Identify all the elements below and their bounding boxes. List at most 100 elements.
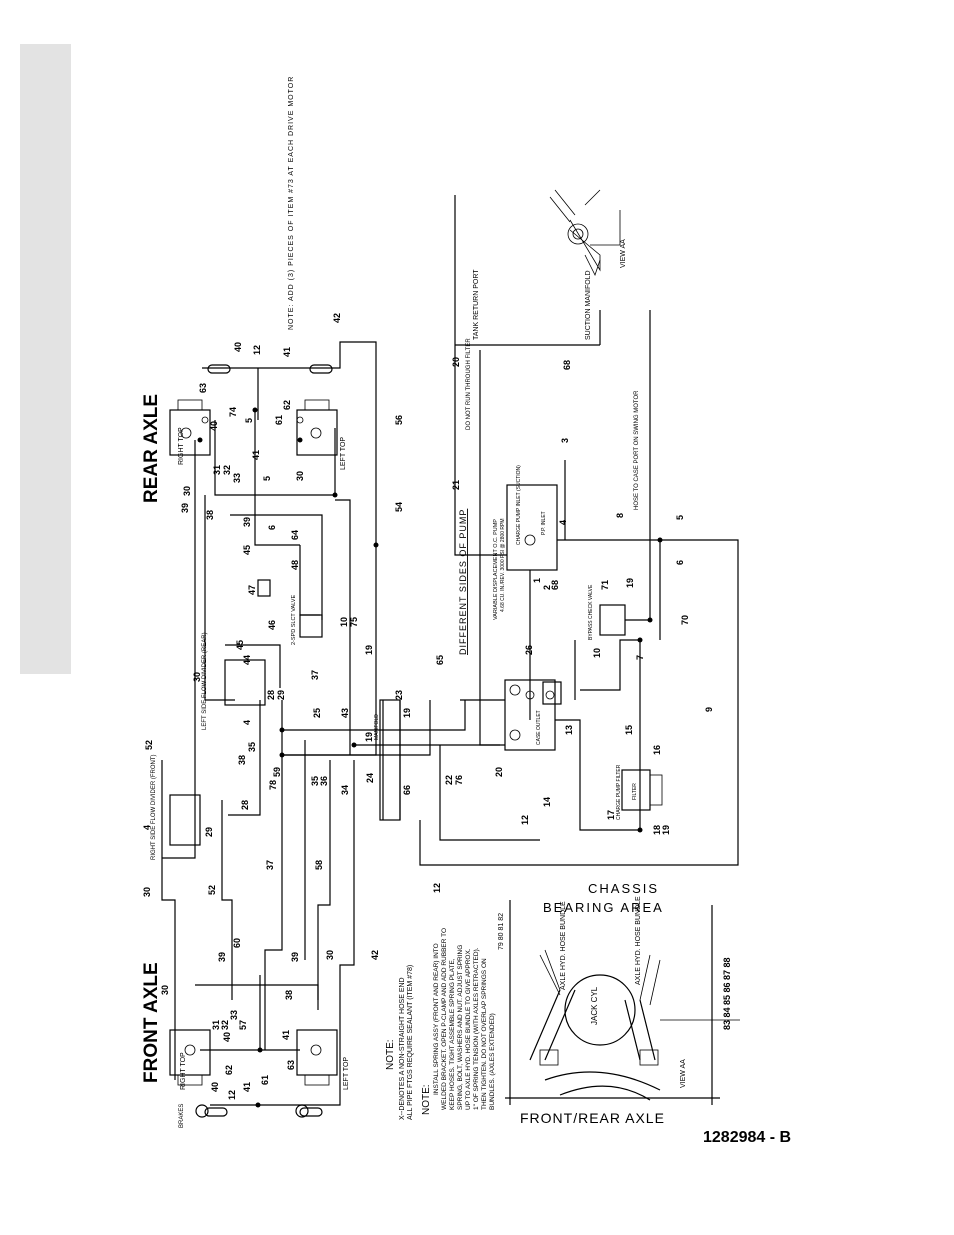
callout: 30 (182, 486, 192, 496)
part-numbers-83-88: 83 84 85 86 87 88 (722, 957, 732, 1030)
callout: 39 (217, 952, 227, 962)
callout: 30 (160, 985, 170, 995)
callout: 52 (144, 740, 154, 750)
callout: 33 (229, 1010, 239, 1020)
callout: 46 (267, 620, 277, 630)
front-brake-right (204, 1107, 228, 1117)
rear-right-top-label: RIGHT TOP (178, 427, 185, 465)
page-margin-band (20, 44, 71, 674)
callout: 40 (222, 1032, 232, 1042)
front-motor-right (169, 1029, 211, 1076)
callout: 23 (394, 690, 404, 700)
bypass-valve-label: BYPASS CHECK VALVE (588, 584, 594, 640)
spring-note-line: SPRING, BOLT, WASHERS AND NUT. ADJUST SP… (457, 945, 464, 1110)
callout: 43 (340, 708, 350, 718)
callout: 60 (232, 938, 242, 948)
drive-motor-note: NOTE: ADD (3) PIECES OF ITEM #73 AT EACH… (288, 76, 295, 330)
charge-pump-inlet-label: CHARGE PUMP INLET (SUCTION) (516, 465, 522, 545)
brakes-label: BRAKES (179, 1104, 185, 1128)
callout: 40 (209, 421, 219, 431)
drawing-number: 1282984 - B (703, 1129, 791, 1146)
jack-cyl-label: JACK CYL (590, 986, 599, 1025)
front-rear-axle-label: FRONT/REAR AXLE (520, 1110, 665, 1126)
callout: 57 (238, 1020, 248, 1030)
callout: 30 (192, 672, 202, 682)
view-aa-caption: VIEW AA (620, 239, 627, 268)
callout: 19 (402, 708, 412, 718)
manifold-label: MANIFOLD (374, 714, 380, 740)
callout: 39 (290, 952, 300, 962)
callout: 68 (562, 360, 572, 370)
callout: 34 (340, 785, 350, 795)
callout: 24 (365, 773, 375, 783)
callout: 68 (550, 580, 560, 590)
callout: 56 (394, 415, 404, 425)
callout: 30 (142, 887, 152, 897)
chassis-bearing-detail (505, 900, 740, 1105)
callout: 61 (260, 1075, 270, 1085)
callout: 41 (281, 1030, 291, 1040)
callout: 63 (286, 1060, 296, 1070)
pump-inlet-label: P.P. INLET (541, 511, 547, 535)
hose-bundle-right-label: AXLE HYD. HOSE BUNDLE (635, 896, 642, 985)
callout: 44 (242, 655, 252, 665)
pipe-note-heading: NOTE: (385, 1039, 396, 1070)
callout: 18 (652, 825, 662, 835)
callout: 14 (542, 797, 552, 807)
callout: 10 (339, 617, 349, 627)
callout: 6 (267, 525, 277, 530)
callout: 64 (290, 530, 300, 540)
rear-motor-right (169, 409, 211, 456)
left-flow-divider-label: LEFT SIDE FLOW DIVIDER (REAR) (202, 632, 208, 730)
callout: 39 (180, 503, 190, 513)
callout: 42 (332, 313, 342, 323)
callout: 40 (233, 342, 243, 352)
rear-left-top-label: LEFT TOP (340, 437, 347, 470)
callout: 35 (247, 742, 257, 752)
callout: 47 (247, 585, 257, 595)
callout: 31 (211, 1020, 221, 1030)
callout: 19 (364, 645, 374, 655)
callout: 20 (494, 767, 504, 777)
right-flow-divider-label: RIGHT SIDE FLOW DIVIDER (FRONT) (151, 754, 157, 860)
callout: 33 (232, 473, 242, 483)
part-numbers-79-82: 79 80 81 82 (498, 913, 505, 950)
callout: 41 (251, 450, 261, 460)
callout: 58 (314, 860, 324, 870)
callout: 12 (432, 883, 442, 893)
callout: 70 (680, 615, 690, 625)
view-aa-label: VIEW AA (680, 1059, 687, 1088)
callout: 38 (284, 990, 294, 1000)
callout: 5 (675, 515, 685, 520)
callout: 5 (244, 418, 254, 423)
callout: 10 (592, 648, 602, 658)
callout: 29 (204, 827, 214, 837)
chassis-title-2: BEARING AREA (543, 900, 664, 915)
callout: 5 (262, 476, 272, 481)
callout: 66 (402, 785, 412, 795)
callout: 26 (524, 645, 534, 655)
callout: 48 (290, 560, 300, 570)
callout: 71 (600, 580, 610, 590)
callout: 19 (625, 578, 635, 588)
spring-note-line: KEEP HOSES. TIGHT ASSEMBLE SPRING PLATE, (449, 958, 456, 1110)
callout: 8 (615, 513, 625, 518)
callout: 2 (542, 585, 552, 590)
front-axle-components (169, 1029, 338, 1118)
pump-label: VARIABLE DISPLACEMENT O.C. PUMP (493, 519, 499, 620)
callout: 30 (295, 471, 305, 481)
junction-dots (197, 407, 663, 1108)
callout: 20 (451, 357, 461, 367)
callout: 1 (532, 578, 542, 583)
spring-note-line: UP TO AXLE HYD. HOSE BUNDLE TO GIVE APPR… (465, 948, 472, 1110)
callout: 65 (435, 655, 445, 665)
callout: 39 (242, 517, 252, 527)
callouts: 40 12 41 42 63 74 5 62 61 40 41 31 32 33… (142, 313, 714, 1100)
callout: 62 (224, 1065, 234, 1075)
rear-brake-left (309, 364, 333, 374)
callout: 74 (228, 407, 238, 417)
callout: 59 (272, 767, 282, 777)
callout: 22 (444, 775, 454, 785)
callout: 7 (635, 655, 645, 660)
callout: 36 (319, 776, 329, 786)
